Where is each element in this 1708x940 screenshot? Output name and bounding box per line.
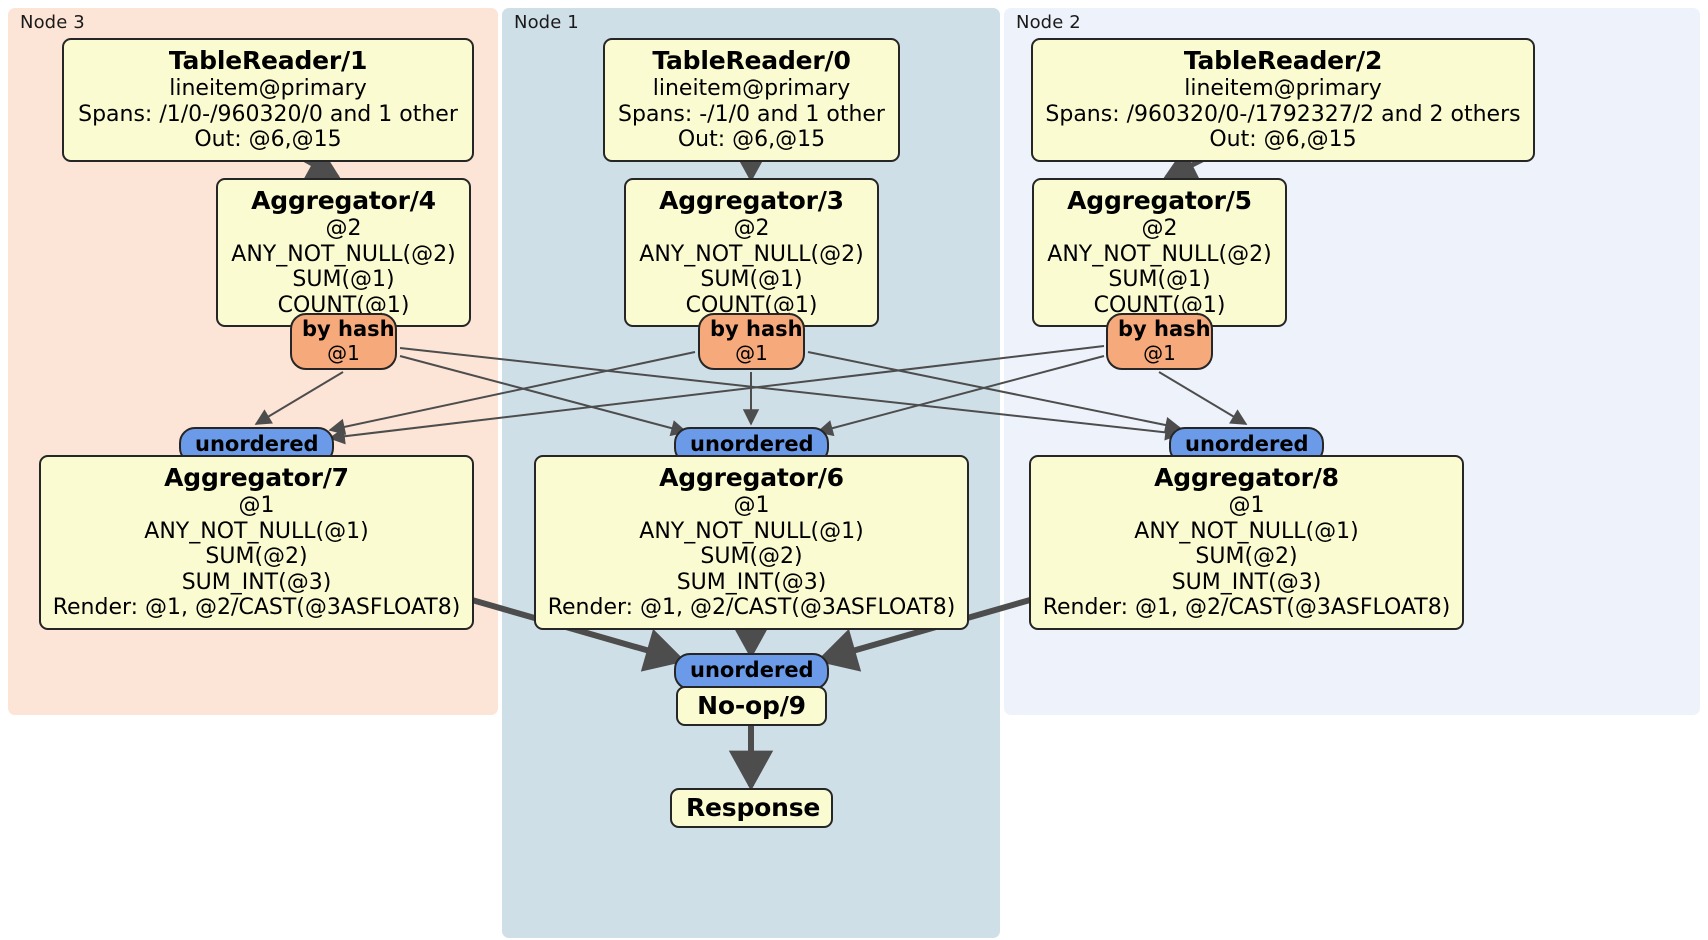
synchronizer-kind: unordered	[690, 432, 814, 456]
processor-line: SUM(@2)	[205, 544, 308, 570]
processor-line: ANY_NOT_NULL(@2)	[231, 241, 456, 267]
edge-hashleft-syncleft	[254, 371, 344, 425]
processor-line: ANY_NOT_NULL(@2)	[639, 241, 864, 267]
processor-line: @2	[1141, 216, 1178, 241]
node-label-node2: Node 2	[1016, 12, 1081, 33]
synchronizer-final[interactable]: unordered	[674, 653, 829, 690]
processor-line: ANY_NOT_NULL(@1)	[639, 518, 864, 544]
processor-line: SUM(@1)	[1108, 267, 1211, 293]
hash-router-right[interactable]: by hash @1	[1106, 313, 1213, 370]
processor-line: Out: @6,@15	[194, 127, 342, 153]
synchronizer-kind: unordered	[1185, 432, 1309, 456]
processor-title: No-op/9	[697, 691, 806, 720]
edge-agg8-syncfinal	[816, 597, 1031, 672]
processor-aggregator-5[interactable]: Aggregator/5 @2 ANY_NOT_NULL(@2) SUM(@1)…	[1032, 178, 1287, 328]
synchronizer-kind: unordered	[690, 658, 814, 682]
processor-line: ANY_NOT_NULL(@2)	[1047, 241, 1272, 267]
processor-aggregator-8[interactable]: Aggregator/8 @1 ANY_NOT_NULL(@1) SUM(@2)…	[1029, 455, 1464, 630]
node-label-node3: Node 3	[20, 12, 85, 33]
processor-title: TableReader/0	[652, 46, 851, 75]
router-column: @1	[327, 340, 360, 365]
router-column: @1	[1143, 340, 1176, 365]
processor-title: Aggregator/5	[1067, 186, 1252, 215]
processor-line: Out: @6,@15	[1209, 127, 1357, 153]
processor-line: @2	[325, 216, 362, 241]
processor-line: @1	[1228, 493, 1265, 518]
processor-line: SUM_INT(@3)	[181, 569, 332, 595]
processor-line: lineitem@primary	[652, 76, 851, 101]
processor-line: SUM(@1)	[700, 267, 803, 293]
router-column: @1	[735, 340, 768, 365]
processor-aggregator-4[interactable]: Aggregator/4 @2 ANY_NOT_NULL(@2) SUM(@1)…	[216, 178, 471, 328]
edge-hashright-syncright	[1158, 371, 1248, 425]
processor-tablereader-2[interactable]: TableReader/2 lineitem@primary Spans: /9…	[1031, 38, 1535, 162]
hash-router-left[interactable]: by hash @1	[290, 313, 397, 370]
processor-line: @2	[733, 216, 770, 241]
processor-aggregator-6[interactable]: Aggregator/6 @1 ANY_NOT_NULL(@1) SUM(@2)…	[534, 455, 969, 630]
processor-line: @1	[733, 493, 770, 518]
processor-line: SUM(@1)	[292, 267, 395, 293]
processor-aggregator-7[interactable]: Aggregator/7 @1 ANY_NOT_NULL(@1) SUM(@2)…	[39, 455, 474, 630]
processor-title: Aggregator/8	[1154, 463, 1339, 492]
processor-title: Aggregator/6	[659, 463, 844, 492]
processor-line: Spans: /1/0-/960320/0 and 1 other	[78, 101, 458, 127]
edge-hashleft-synccenter	[399, 355, 688, 437]
router-kind: by hash	[1118, 317, 1211, 341]
processor-line: Render: @1, @2/CAST(@3ASFLOAT8)	[1042, 595, 1451, 621]
edge-hashright-syncleft	[328, 345, 1105, 445]
synchronizer-kind: unordered	[195, 432, 319, 456]
processor-line: Render: @1, @2/CAST(@3ASFLOAT8)	[547, 595, 956, 621]
processor-title: Aggregator/3	[659, 186, 844, 215]
router-kind: by hash	[302, 317, 395, 341]
edge-hashright-synccenter	[816, 355, 1105, 437]
processor-noop-9[interactable]: No-op/9	[676, 686, 827, 726]
processor-tablereader-0[interactable]: TableReader/0 lineitem@primary Spans: -/…	[603, 38, 900, 162]
processor-line: Render: @1, @2/CAST(@3ASFLOAT8)	[52, 595, 461, 621]
edge-agg7-syncfinal	[471, 597, 686, 672]
processor-line: Spans: /960320/0-/1792327/2 and 2 others	[1045, 101, 1521, 127]
node-label-node1: Node 1	[514, 12, 579, 33]
processor-line: Spans: -/1/0 and 1 other	[618, 101, 885, 127]
processor-title: Aggregator/4	[251, 186, 436, 215]
processor-title: Aggregator/7	[164, 463, 349, 492]
edge-hashcenter-syncleft	[328, 351, 696, 435]
processor-response[interactable]: Response	[670, 788, 833, 828]
processor-tablereader-1[interactable]: TableReader/1 lineitem@primary Spans: /1…	[62, 38, 474, 162]
processor-title: Response	[686, 793, 821, 822]
processor-line: SUM(@2)	[700, 544, 803, 570]
processor-line: lineitem@primary	[169, 76, 367, 101]
processor-line: lineitem@primary	[1184, 76, 1382, 101]
edge-hashleft-syncright	[399, 347, 1182, 441]
processor-line: Out: @6,@15	[677, 127, 826, 153]
processor-aggregator-3[interactable]: Aggregator/3 @2 ANY_NOT_NULL(@2) SUM(@1)…	[624, 178, 879, 328]
processor-line: SUM_INT(@3)	[676, 569, 827, 595]
processor-title: TableReader/2	[1183, 46, 1383, 75]
router-kind: by hash	[710, 317, 803, 341]
processor-line: SUM_INT(@3)	[1171, 569, 1322, 595]
processor-line: SUM(@2)	[1195, 544, 1298, 570]
processor-title: TableReader/1	[168, 46, 368, 75]
processor-line: ANY_NOT_NULL(@1)	[144, 518, 369, 544]
hash-router-center[interactable]: by hash @1	[698, 313, 805, 370]
edge-hashcenter-syncright	[807, 351, 1182, 434]
processor-line: ANY_NOT_NULL(@1)	[1134, 518, 1359, 544]
processor-line: @1	[238, 493, 275, 518]
